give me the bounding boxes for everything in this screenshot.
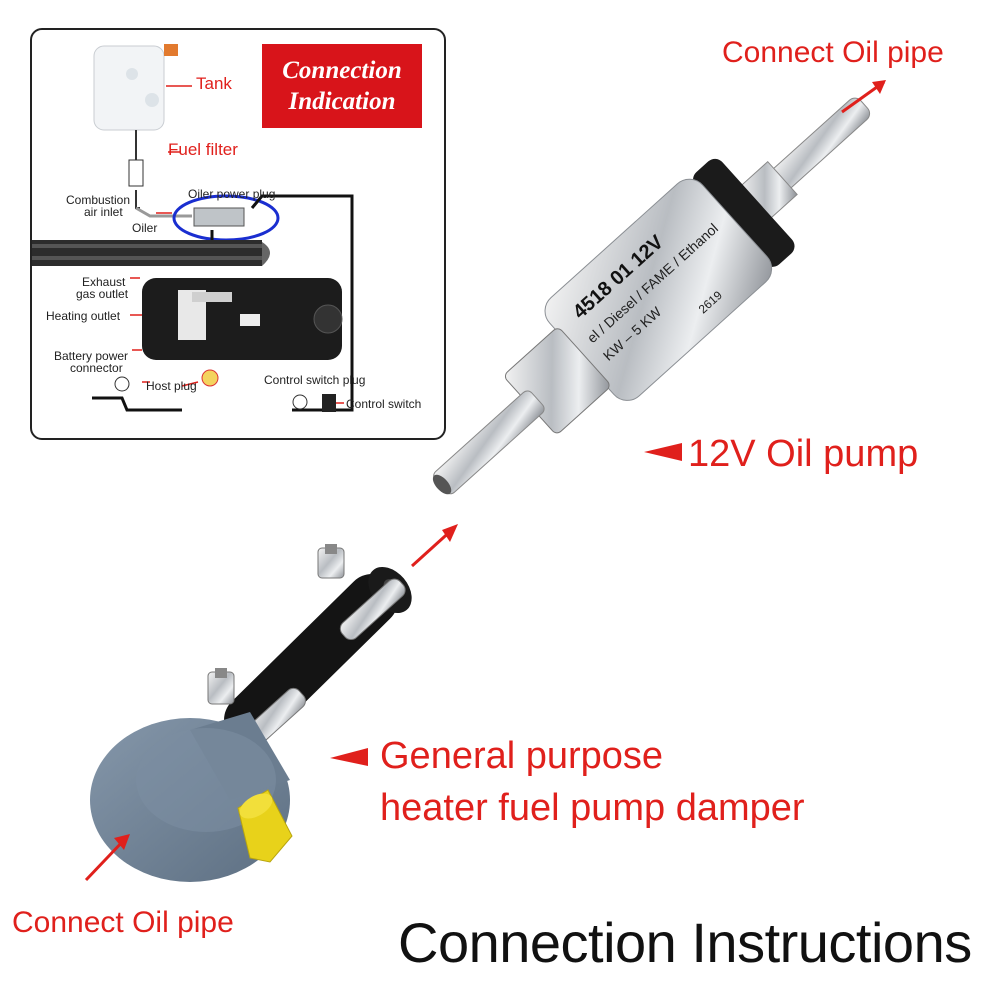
control-switch-graphic	[322, 394, 336, 412]
arrow-to-top-pipe-head	[872, 80, 886, 94]
combustion-air-inlet-label-line1: Combustion	[66, 193, 131, 207]
control-switch-plug-label: Control switch plug	[264, 373, 366, 387]
heating-outlet-label: Heating outlet	[46, 309, 121, 323]
badge-line1: Connection	[282, 57, 402, 84]
host-plug-graphic	[201, 369, 219, 387]
arrow-to-bottom-pipe	[84, 836, 128, 882]
damper-label-line1: General purpose	[380, 735, 664, 777]
tank-label: Tank	[196, 74, 232, 93]
oiler-power-plug-label: Oiler power plug	[188, 187, 276, 201]
arrow-pump-to-hose-head	[442, 524, 458, 542]
arrow-to-damper-head	[330, 748, 368, 766]
connection-indication-badge: Connection Indication	[262, 44, 422, 128]
hose-clamp-top	[317, 544, 406, 641]
oil-pump-label: 12V Oil pump	[688, 433, 919, 475]
callout-arrows	[84, 80, 886, 882]
arrow-to-oil-pump-head	[644, 443, 682, 461]
control-switch-label: Control switch	[346, 397, 422, 411]
pump-end-cap	[693, 158, 795, 267]
badge-line2: Indication	[288, 88, 396, 115]
exhaust-label-line1: Exhaust	[82, 275, 126, 289]
battery-plug-graphic	[114, 376, 130, 392]
exhaust-label-line2: gas outlet	[76, 287, 129, 301]
battery-connector-label-line1: Battery power	[54, 349, 129, 363]
oiler-label: Oiler	[132, 221, 158, 235]
connect-oil-pipe-top-label: Connect Oil pipe	[722, 36, 944, 69]
control-plug-graphic	[292, 394, 308, 410]
fuel-filter-graphic	[128, 159, 144, 187]
arrow-to-bottom-pipe-head	[114, 834, 130, 850]
damper-label-line2: heater fuel pump damper	[380, 787, 805, 829]
heater-system-diagram	[32, 44, 354, 412]
fuel-filter-label: Fuel filter	[168, 140, 238, 159]
battery-connector-label-line2: connector	[70, 361, 123, 375]
fuel-pump-damper-graphic	[90, 544, 412, 882]
connect-oil-pipe-bottom-label: Connect Oil pipe	[12, 906, 234, 939]
pump-bottom-nozzle	[433, 390, 545, 495]
tank-cap	[164, 44, 178, 56]
page-title: Connection Instructions	[398, 911, 972, 974]
oiler-graphic	[193, 207, 245, 227]
oil-pump-graphic: 4518 01 12V el / Diesel / FAME / Ethanol…	[432, 97, 871, 495]
tank-graphic	[93, 45, 165, 131]
host-plug-label: Host plug	[146, 379, 197, 393]
combustion-air-inlet-label-line2: air inlet	[84, 205, 123, 219]
